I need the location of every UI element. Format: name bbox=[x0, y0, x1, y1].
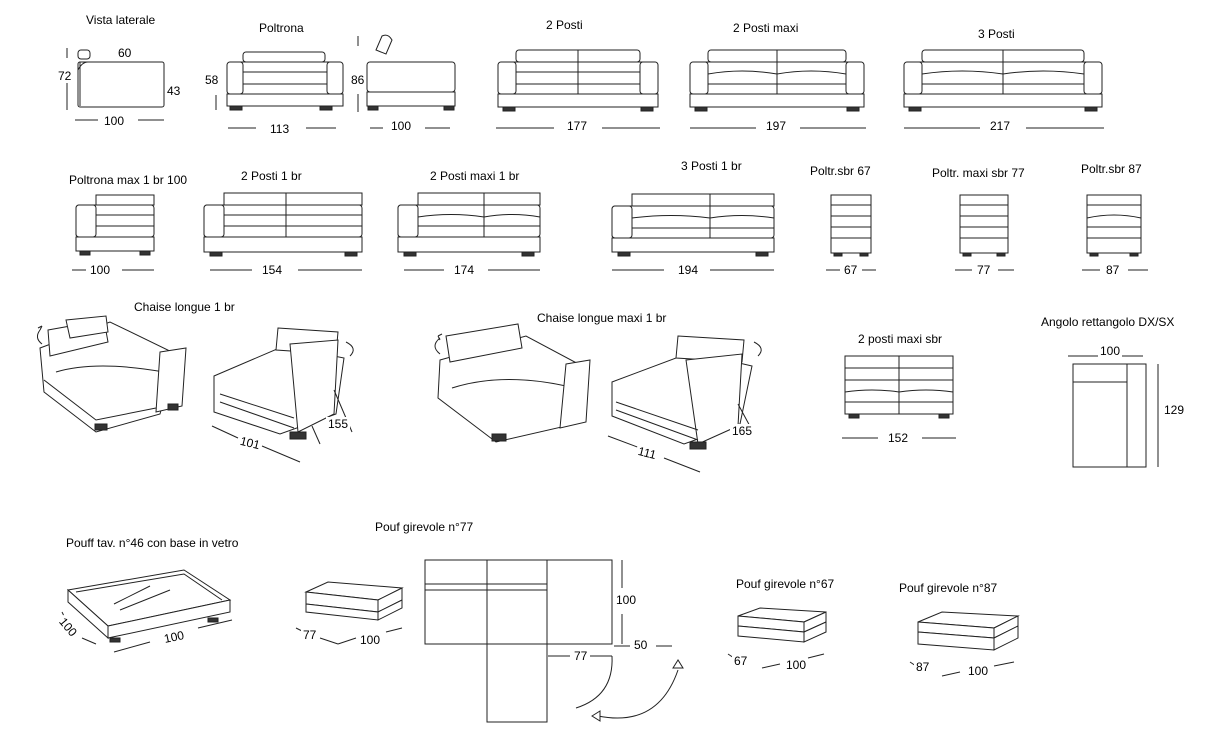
dim-plan-77: 77 bbox=[572, 649, 590, 663]
pouf-girevole-67-drawing bbox=[728, 608, 826, 668]
dim-side-43: 43 bbox=[165, 84, 183, 98]
label-chaise-longue-1br: Chaise longue 1 br bbox=[134, 300, 235, 314]
dim-side-72: 72 bbox=[56, 69, 74, 83]
pouff-tav-46-drawing bbox=[62, 570, 232, 652]
label-pouf-girevole-87: Pouf girevole n°87 bbox=[899, 581, 998, 595]
label-2-posti-maxi: 2 Posti maxi bbox=[733, 21, 799, 35]
label-chaise-longue-maxi-1br: Chaise longue maxi 1 br bbox=[537, 311, 667, 325]
dim-angolo-129: 129 bbox=[1162, 403, 1187, 417]
label-poltrona: Poltrona bbox=[259, 21, 304, 35]
plan-view-drawing bbox=[425, 560, 683, 722]
angolo-rettangolo-drawing bbox=[1068, 356, 1158, 467]
dim-sbr-67: 67 bbox=[842, 263, 860, 277]
pouf-girevole-87-drawing bbox=[910, 612, 1018, 676]
tre-posti-drawing bbox=[904, 50, 1104, 128]
label-poltr-maxi-sbr-77: Poltr. maxi sbr 77 bbox=[932, 166, 1025, 180]
chaise-longue-maxi-right-drawing bbox=[608, 336, 761, 472]
dim-2-posti-1br-154: 154 bbox=[260, 263, 285, 277]
dim-3-posti-1br-194: 194 bbox=[676, 263, 701, 277]
poltrona-max-1br-drawing bbox=[72, 195, 154, 270]
poltr-sbr-67-drawing bbox=[826, 195, 876, 270]
label-2-posti-maxi-sbr: 2 posti maxi sbr bbox=[858, 332, 943, 346]
dim-chaise-maxi-165: 165 bbox=[730, 424, 755, 438]
label-poltrona-max-1br: Poltrona max 1 br 100 bbox=[69, 173, 188, 187]
dim-sbr-77: 77 bbox=[975, 263, 993, 277]
dim-angolo-100: 100 bbox=[1098, 344, 1123, 358]
poltr-sbr-87-drawing bbox=[1082, 195, 1148, 270]
dim-2-posti-maxi-197: 197 bbox=[764, 119, 789, 133]
due-posti-maxi-1br-drawing bbox=[398, 193, 540, 270]
dim-poltrona-113: 113 bbox=[268, 122, 292, 136]
side-view-headrest-drawing bbox=[358, 35, 455, 128]
label-vista-laterale: Vista laterale bbox=[86, 13, 156, 27]
pouf-girevole-77-drawing bbox=[296, 582, 402, 644]
label-poltr-sbr-87: Poltr.sbr 87 bbox=[1081, 162, 1142, 176]
dim-chaise-155: 155 bbox=[326, 417, 351, 431]
chaise-longue-1br-left-drawing bbox=[37, 316, 186, 432]
chaise-longue-1br-right-drawing bbox=[212, 328, 353, 462]
label-3-posti: 3 Posti bbox=[978, 27, 1015, 41]
dim-poltrona-max-100: 100 bbox=[88, 263, 113, 277]
due-posti-drawing bbox=[496, 50, 660, 128]
label-poltr-sbr-67: Poltr.sbr 67 bbox=[810, 164, 871, 178]
label-2-posti-1br: 2 Posti 1 br bbox=[241, 169, 302, 183]
dim-pouf87-87: 87 bbox=[914, 660, 932, 674]
label-3-posti-1br: 3 Posti 1 br bbox=[681, 159, 742, 173]
chaise-longue-maxi-left-drawing bbox=[435, 324, 590, 442]
label-pouff-tav-46: Pouff tav. n°46 con base in vetro bbox=[66, 536, 239, 550]
dim-pouf67-67: 67 bbox=[732, 654, 750, 668]
dim-3-posti-217: 217 bbox=[988, 119, 1013, 133]
dim-side2-100: 100 bbox=[389, 119, 414, 133]
label-pouf-girevole-67: Pouf girevole n°67 bbox=[736, 577, 835, 591]
due-posti-maxi-drawing bbox=[690, 50, 866, 128]
side-view-drawing bbox=[67, 48, 164, 120]
dim-pouf87-100: 100 bbox=[966, 664, 991, 678]
dim-side2-86: 86 bbox=[349, 73, 367, 87]
dim-poltrona-58: 58 bbox=[203, 73, 221, 87]
poltr-maxi-sbr-77-drawing bbox=[955, 195, 1014, 270]
dim-sbr-87: 87 bbox=[1104, 263, 1122, 277]
dim-maxi-sbr-152: 152 bbox=[886, 431, 911, 445]
tre-posti-1br-drawing bbox=[612, 194, 774, 270]
label-2-posti: 2 Posti bbox=[546, 18, 583, 32]
dim-side-60: 60 bbox=[116, 46, 134, 60]
dim-pouf67-100: 100 bbox=[784, 658, 809, 672]
due-posti-1br-drawing bbox=[204, 193, 362, 270]
dim-side-100: 100 bbox=[102, 114, 127, 128]
dim-2-posti-177: 177 bbox=[565, 119, 590, 133]
label-2-posti-maxi-1br: 2 Posti maxi 1 br bbox=[430, 169, 520, 183]
dim-pouf77-100: 100 bbox=[358, 633, 383, 647]
poltrona-drawing bbox=[216, 52, 343, 128]
dim-plan-50: 50 bbox=[632, 638, 650, 652]
dim-2-posti-maxi-1br-174: 174 bbox=[452, 263, 477, 277]
label-angolo-rettangolo: Angolo rettangolo DX/SX bbox=[1041, 315, 1175, 329]
dim-plan-100: 100 bbox=[614, 593, 639, 607]
label-pouf-girevole-77: Pouf girevole n°77 bbox=[375, 520, 474, 534]
due-posti-maxi-sbr-drawing bbox=[842, 356, 956, 438]
dim-pouf77-77: 77 bbox=[301, 628, 319, 642]
